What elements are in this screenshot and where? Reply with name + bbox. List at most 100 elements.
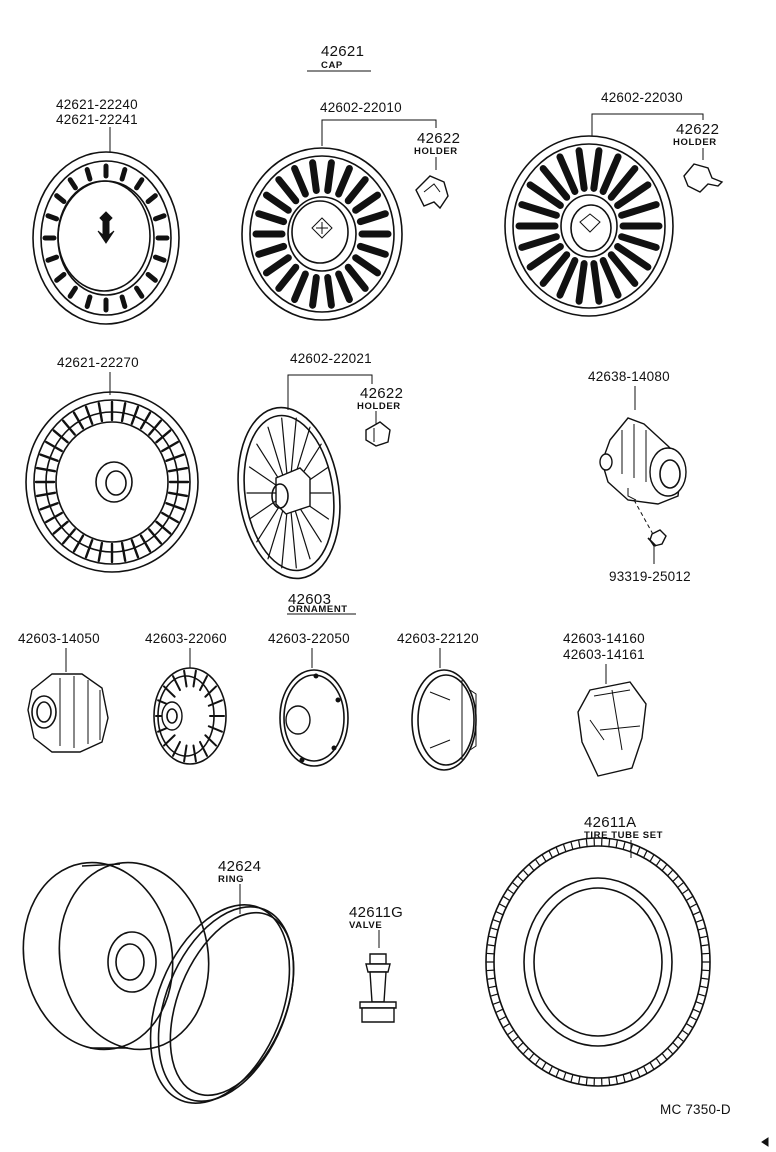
slot-mark xyxy=(97,541,104,562)
slot-mark xyxy=(699,935,708,939)
slot-mark xyxy=(512,882,519,889)
slot-mark xyxy=(517,875,524,883)
part-number-cap-a-1: 42621-22240 xyxy=(56,97,138,112)
slot-mark xyxy=(636,1068,641,1077)
slot-mark xyxy=(204,685,218,698)
slot-mark xyxy=(183,744,188,763)
slot-mark xyxy=(700,944,709,947)
slot-mark xyxy=(52,520,69,535)
slot-mark xyxy=(267,502,286,560)
slot-mark xyxy=(275,176,300,205)
slot-mark xyxy=(67,285,78,299)
slot-mark xyxy=(649,1061,655,1070)
slot-mark xyxy=(507,1029,515,1035)
slot-mark xyxy=(67,177,78,191)
slot-mark xyxy=(45,213,60,222)
slot-mark xyxy=(692,1008,701,1013)
slot-mark xyxy=(487,977,496,980)
slot-mark xyxy=(499,903,507,909)
slot-mark xyxy=(488,985,497,989)
slot-mark xyxy=(493,919,501,923)
slot-mark xyxy=(119,167,128,182)
slot-mark xyxy=(539,251,571,287)
slot-mark xyxy=(134,177,145,191)
slot-mark xyxy=(352,254,382,277)
slot-mark xyxy=(556,153,579,195)
cap-group-number: 42621 xyxy=(321,43,365,60)
slot-mark xyxy=(490,927,499,931)
slot-mark xyxy=(487,944,496,947)
slot-mark xyxy=(685,1022,693,1028)
slot-mark xyxy=(255,210,288,226)
slot-mark xyxy=(541,854,547,863)
slot-mark xyxy=(39,453,59,462)
slot-mark xyxy=(677,882,684,889)
part-number-cap-c: 42602-22030 xyxy=(601,90,683,105)
trim-ring xyxy=(149,904,295,1104)
slot-mark xyxy=(697,927,706,931)
slot-mark xyxy=(599,257,622,299)
valve-stem xyxy=(359,953,397,1023)
leader-lines xyxy=(65,70,704,948)
slot-mark xyxy=(535,859,541,867)
part-number-cap-a-2: 42621-22241 xyxy=(56,112,138,127)
ornament-group-number: 42603 xyxy=(288,591,332,608)
part-number-ornament-2: 42603-22060 xyxy=(145,631,227,646)
slot-mark xyxy=(44,511,63,524)
slot-mark xyxy=(672,1041,679,1049)
slot-mark xyxy=(642,850,648,859)
slot-mark xyxy=(52,429,69,444)
slot-mark xyxy=(192,744,197,763)
slot-mark xyxy=(615,840,618,849)
slot-mark xyxy=(681,1029,689,1035)
slot-mark xyxy=(165,502,185,511)
slot-mark xyxy=(54,271,67,283)
slot-mark xyxy=(255,242,288,258)
slot-mark xyxy=(541,1061,547,1070)
slot-mark xyxy=(614,181,652,209)
slot-mark xyxy=(570,1073,574,1082)
slot-mark xyxy=(120,402,127,423)
slot-mark xyxy=(84,405,94,425)
slot-mark xyxy=(61,528,76,545)
slot-mark xyxy=(309,274,320,309)
slot-mark xyxy=(165,453,185,462)
slot-mark xyxy=(523,869,530,877)
cap-group-label: CAP xyxy=(321,60,343,71)
slot-mark xyxy=(575,260,588,305)
slot-mark xyxy=(622,842,626,851)
slot-mark xyxy=(578,1075,581,1084)
diagram-code: MC 7350-D xyxy=(660,1102,731,1117)
part-number-valve: 42611G xyxy=(349,904,404,921)
ornament-3 xyxy=(279,669,349,767)
slot-mark xyxy=(563,844,567,853)
slot-mark xyxy=(575,147,588,192)
slot-mark xyxy=(148,419,163,436)
slot-mark xyxy=(649,854,655,863)
slot-mark xyxy=(199,740,208,757)
slot-mark xyxy=(352,191,382,214)
slot-mark xyxy=(161,511,180,524)
part-number-ornament-3: 42603-22050 xyxy=(268,631,350,646)
slot-mark xyxy=(629,1071,633,1080)
slot-mark xyxy=(507,889,515,895)
slot-mark xyxy=(555,847,560,856)
slot-mark xyxy=(618,201,660,219)
slot-mark xyxy=(289,417,297,482)
slot-mark xyxy=(335,270,353,303)
part-number-ornament-1: 42603-14050 xyxy=(18,631,100,646)
slot-mark xyxy=(45,254,60,263)
part-number-ornament-5a: 42603-14160 xyxy=(563,631,645,646)
slot-mark xyxy=(44,440,63,453)
part-number-ring: 42624 xyxy=(218,858,262,875)
slot-mark xyxy=(207,699,223,707)
slot-mark xyxy=(35,466,57,473)
slot-mark xyxy=(535,1057,541,1065)
slot-mark xyxy=(599,153,622,195)
part-number-cap-d: 42621-22270 xyxy=(57,355,139,370)
slot-mark xyxy=(207,725,223,733)
slot-mark xyxy=(526,181,564,209)
slot-mark xyxy=(356,210,389,226)
slot-mark xyxy=(495,911,504,916)
slot-mark xyxy=(642,1065,648,1074)
